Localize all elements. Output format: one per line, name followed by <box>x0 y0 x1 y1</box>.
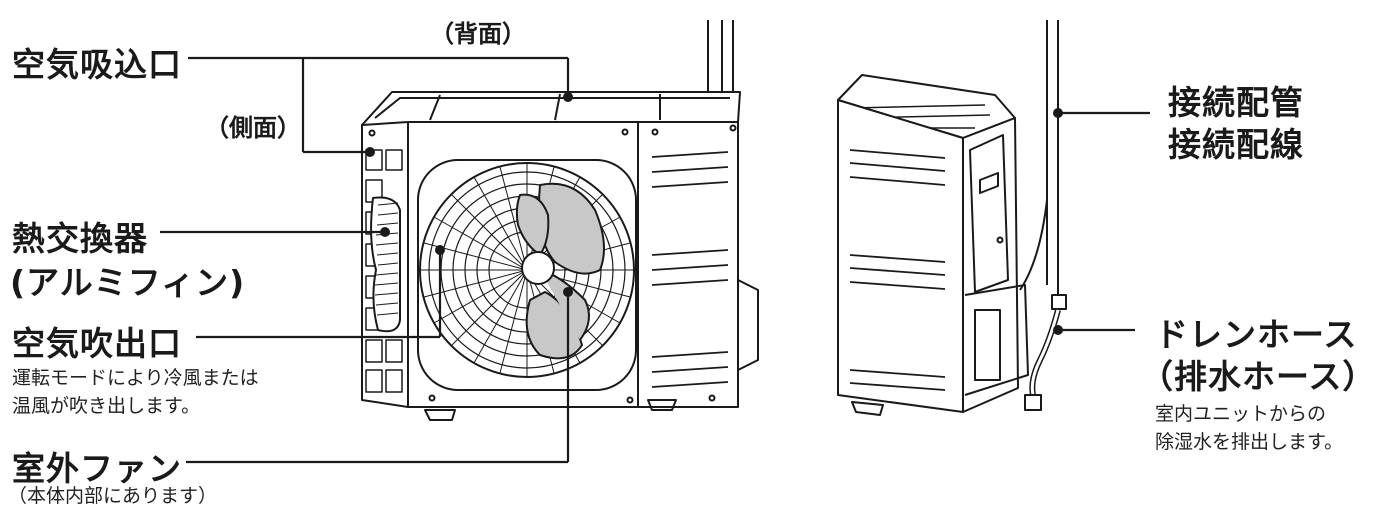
drain-hose-sublabel: （排水ホース） <box>1140 357 1377 396</box>
callout-lines <box>160 56 1150 464</box>
outdoor-fan-label: 室外ファン <box>12 449 182 488</box>
side-label: （側面） <box>205 114 301 142</box>
outdoor-fan-note: （本体内部にあります） <box>8 485 218 507</box>
connection-wire-label: 接続配線 <box>1168 125 1304 164</box>
connection-pipe-label: 接続配管 <box>1168 83 1304 122</box>
rear-outdoor-unit <box>837 20 1067 416</box>
air-outlet-note-1: 運転モードにより冷風または <box>12 367 259 389</box>
air-outlet-note-2: 温風が吹き出します。 <box>12 395 201 417</box>
air-intake-label: 空気吸込口 <box>12 45 182 84</box>
drain-note-2: 除湿水を排出します。 <box>1155 431 1344 453</box>
air-outlet-label: 空気吹出口 <box>12 324 182 363</box>
front-outdoor-unit <box>361 20 759 421</box>
heat-exchanger-label: 熱交換器 <box>12 219 148 258</box>
heat-exchanger-sublabel: (アルミフィン) <box>10 263 246 302</box>
rear-label: （背面） <box>430 20 526 48</box>
drain-note-1: 室内ユニットからの <box>1155 403 1327 425</box>
drain-hose-label: ドレンホース <box>1155 315 1358 354</box>
